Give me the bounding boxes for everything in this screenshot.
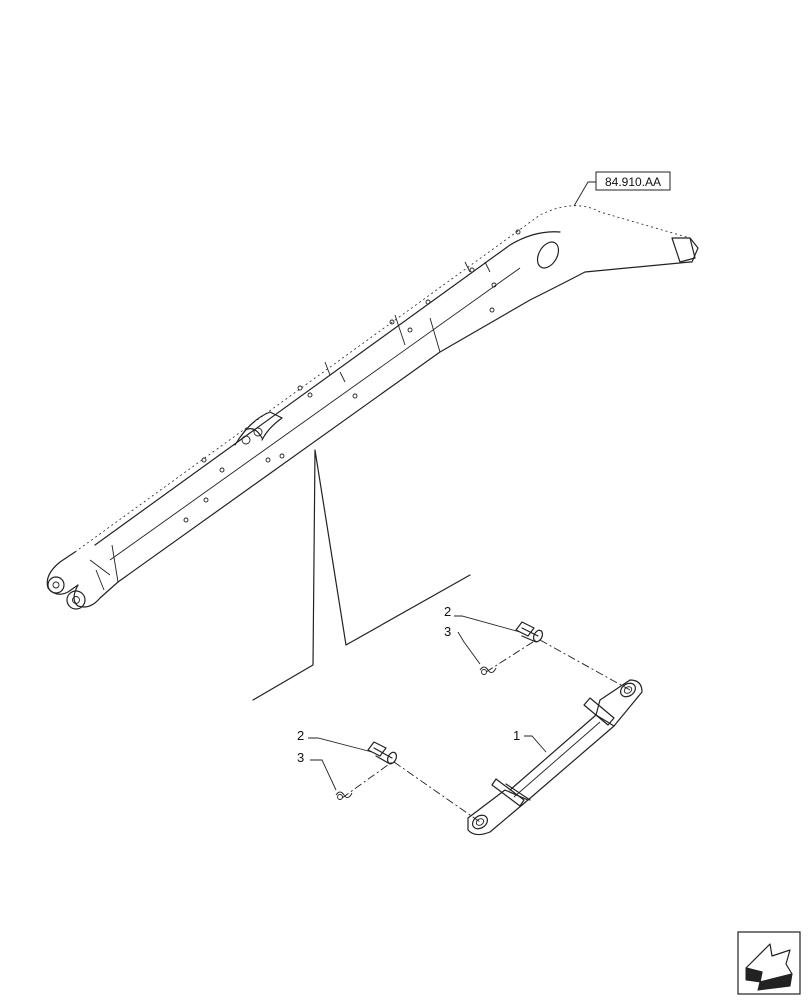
reference-label: 84.910.AA bbox=[605, 175, 661, 189]
leader-lower-pin bbox=[308, 737, 373, 753]
leader-lower-clip bbox=[310, 759, 337, 791]
callout-upper-clip: 3 bbox=[444, 624, 451, 639]
callout-link: 1 bbox=[513, 728, 520, 743]
lower-assembly-line bbox=[341, 761, 481, 823]
reference-leader-line bbox=[573, 181, 596, 207]
lower-clip bbox=[335, 791, 353, 800]
callout-lower-pin: 2 bbox=[297, 728, 304, 743]
leader-upper-pin bbox=[454, 615, 521, 633]
reference-box[interactable]: 84.910.AA bbox=[595, 171, 671, 191]
boom-fasteners bbox=[183, 229, 521, 523]
boom-arm bbox=[46, 205, 699, 610]
leader-link bbox=[524, 735, 547, 753]
callout-lower-clip: 3 bbox=[297, 750, 304, 765]
upper-pin bbox=[515, 621, 544, 643]
section-line bbox=[252, 449, 471, 701]
link-rod bbox=[467, 679, 643, 836]
leader-upper-clip bbox=[457, 631, 481, 665]
view-direction-arrow-icon bbox=[737, 931, 801, 995]
callout-upper-pin: 2 bbox=[444, 604, 451, 619]
lower-pin bbox=[367, 741, 398, 765]
upper-assembly-line bbox=[485, 639, 631, 691]
